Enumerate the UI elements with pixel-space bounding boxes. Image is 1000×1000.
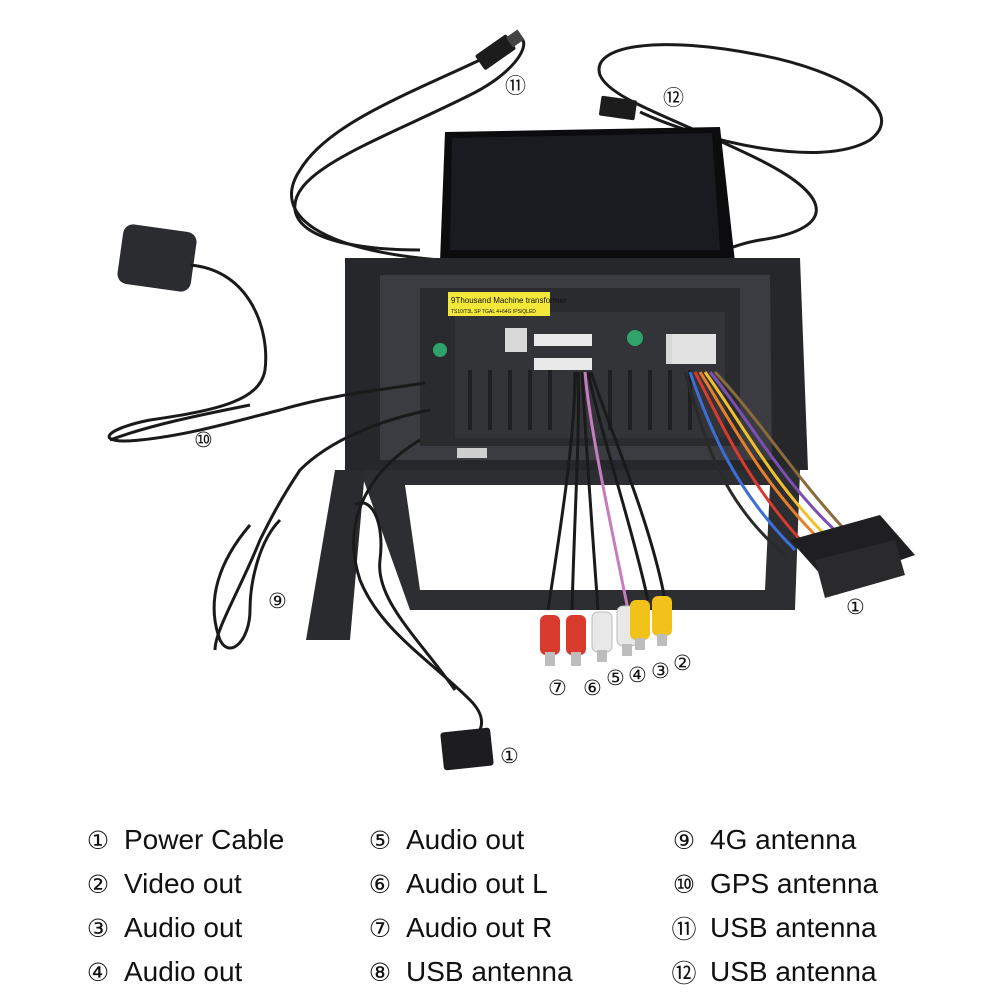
callout-4: ④ xyxy=(628,663,647,687)
legend-number: ② xyxy=(86,869,110,899)
harness-plug-top xyxy=(672,334,716,364)
legend-item: ⑨ 4G antenna xyxy=(670,818,878,862)
rca-wires xyxy=(546,371,667,611)
callout-11: ⑪ xyxy=(505,74,526,98)
display-screen xyxy=(440,127,735,262)
callout-10: ⑩ xyxy=(194,428,213,452)
usb-plug-11 xyxy=(475,29,525,70)
legend-number: ⑥ xyxy=(368,869,392,899)
callout-2: ② xyxy=(673,651,692,675)
legend-item: ② Video out xyxy=(84,862,284,906)
sticker-line-1: 9Thousand Machine transformer xyxy=(451,296,567,305)
legend-number: ③ xyxy=(86,913,110,943)
rca-red-l xyxy=(566,615,586,666)
legend-label: Audio out xyxy=(124,956,243,987)
legend-item: ⑩ GPS antenna xyxy=(670,862,878,906)
legend-label: Audio out xyxy=(124,912,243,943)
legend-item: ① Power Cable xyxy=(84,818,285,862)
usb-plug-12 xyxy=(599,95,637,121)
legend-label: Audio out xyxy=(406,824,525,855)
legend-item: ③ Audio out xyxy=(84,906,284,950)
legend-label: USB antenna xyxy=(710,912,877,943)
legend-label: USB antenna xyxy=(710,956,877,987)
legend-label: Video out xyxy=(124,868,242,899)
callout-5: ⑤ xyxy=(606,666,625,690)
legend-label: Audio out R xyxy=(406,912,553,943)
product-photo: 9Thousand Machine transformer TS10/T3L S… xyxy=(107,29,915,771)
callout-7: ⑦ xyxy=(548,676,567,700)
power-harness xyxy=(683,370,847,557)
legend-number: ⑫ xyxy=(671,959,697,988)
legend-item: ⑧ USB antenna xyxy=(366,950,573,994)
callout-6: ⑥ xyxy=(583,676,602,700)
legend-label: Power Cable xyxy=(124,824,285,855)
legend-number: ⑨ xyxy=(672,825,696,855)
rca-yellow-2 xyxy=(652,596,672,646)
legend-number: ⑧ xyxy=(368,957,392,987)
legend-number: ④ xyxy=(86,957,110,987)
usb-cable-bottom xyxy=(352,438,483,742)
legend-number: ⑪ xyxy=(671,915,697,944)
legend-item: ⑥ Audio out L xyxy=(366,862,573,906)
legend-number: ⑦ xyxy=(368,913,392,943)
callout-3: ③ xyxy=(651,659,670,683)
legend-item: ⑦ Audio out R xyxy=(366,906,573,950)
legend-column-1: ① Power Cable ② Video out ③ Audio out ④ Audi… xyxy=(84,818,285,994)
usb-socket-bottom xyxy=(440,727,494,771)
legend-item: ④ Audio out xyxy=(84,950,284,994)
legend-number: ⑤ xyxy=(368,825,392,855)
legend-label: USB antenna xyxy=(406,956,573,987)
legend-item: ⑤ Audio out xyxy=(366,818,573,862)
callout-1-plug: ① xyxy=(500,744,519,768)
legend-number: ① xyxy=(86,825,110,855)
legend-item: ⑪ USB antenna xyxy=(670,906,878,950)
legend-item: ⑫ USB antenna xyxy=(670,950,878,994)
side-pillar xyxy=(306,470,365,640)
legend-label: GPS antenna xyxy=(710,868,879,899)
model-sticker: 9Thousand Machine transformer TS10/T3L S… xyxy=(448,292,567,316)
gps-antenna xyxy=(107,224,426,443)
callout-12: ⑫ xyxy=(663,86,684,110)
sticker-line-2: TS10/T3L SP TGAL 4+64G IPS/QLED xyxy=(451,309,536,315)
rca-yellow-1 xyxy=(630,600,650,650)
callout-9: ⑨ xyxy=(268,589,287,613)
rca-white-1 xyxy=(591,611,613,662)
legend-label: Audio out L xyxy=(406,868,548,899)
rca-red-r xyxy=(540,615,560,666)
callout-1-harness: ① xyxy=(846,595,865,619)
4g-antenna xyxy=(212,408,431,651)
power-connector xyxy=(790,515,915,598)
legend-number: ⑩ xyxy=(672,869,696,899)
legend-label: 4G antenna xyxy=(710,824,857,855)
legend-column-2: ⑤ Audio out ⑥ Audio out L ⑦ Audio out R ⑧ US… xyxy=(366,818,573,994)
usb-cable-12 xyxy=(597,43,884,332)
